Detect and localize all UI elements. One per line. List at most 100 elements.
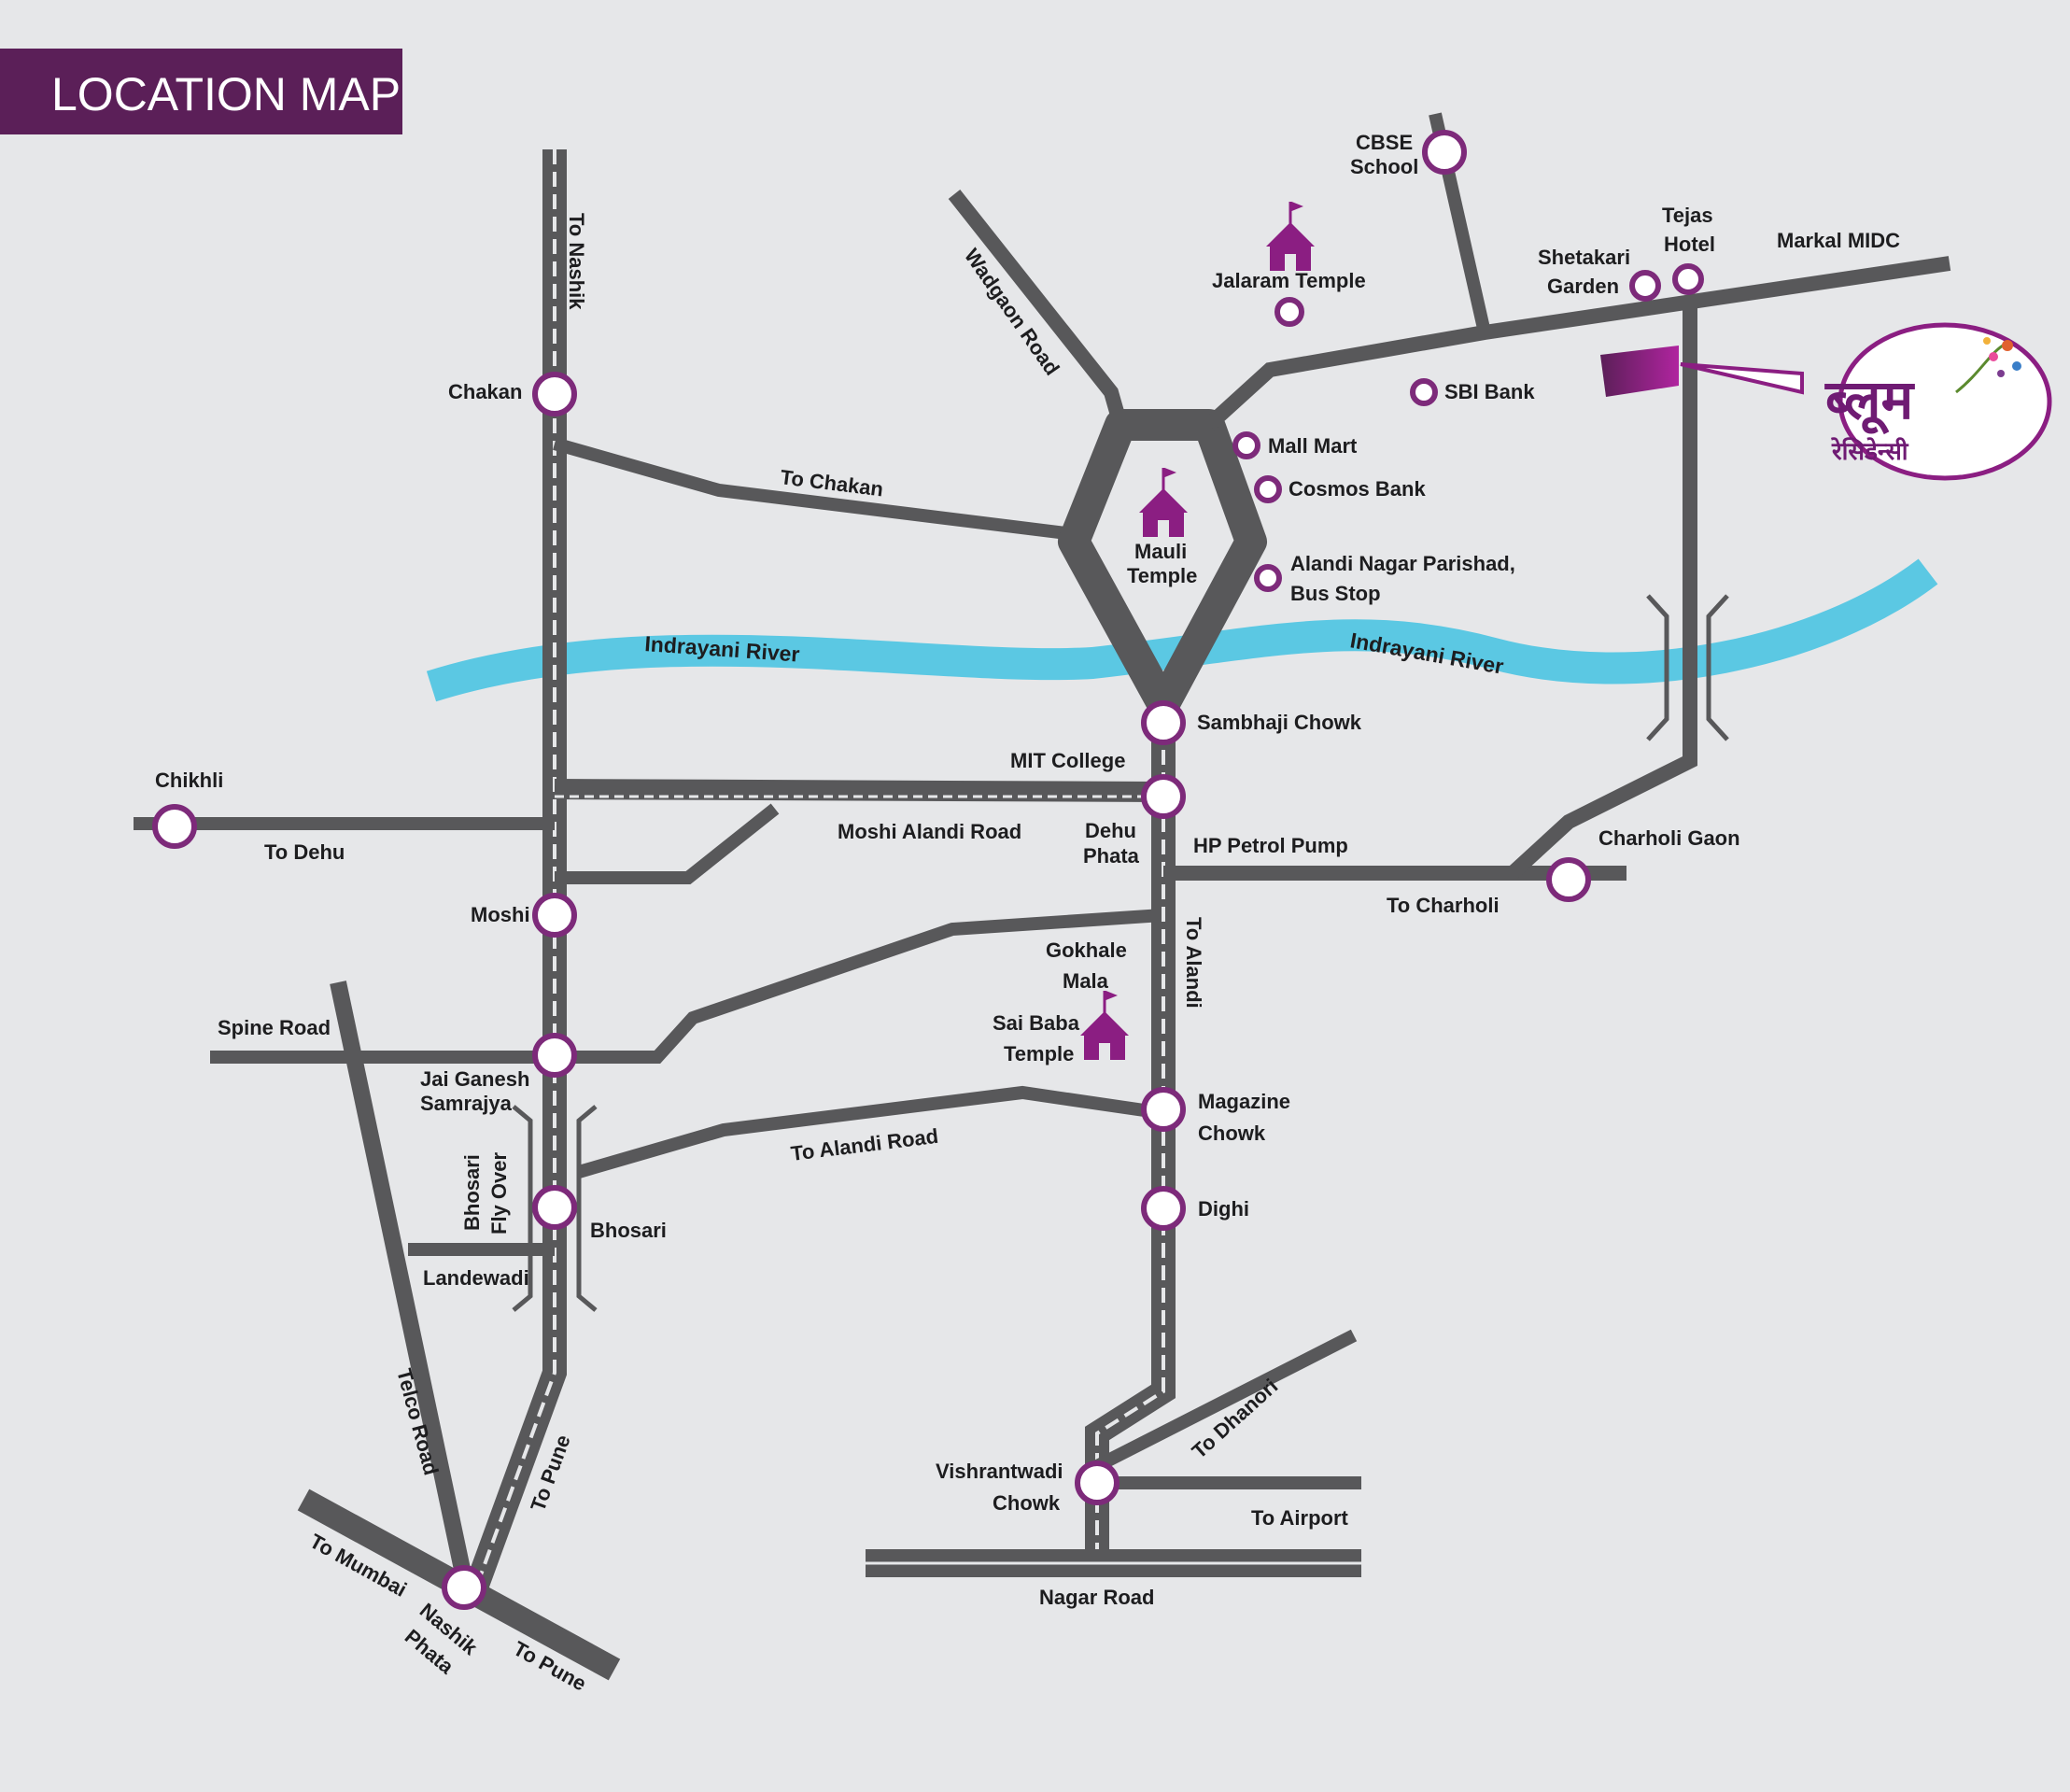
jai-ganesh-label-2: Samrajya	[420, 1092, 513, 1115]
charholi-bridge-right	[1706, 594, 1729, 741]
moshi-alandi-road-label: Moshi Alandi Road	[838, 820, 1021, 843]
bhosari-label: Bhosari	[590, 1219, 667, 1242]
markal-midc-road	[1204, 256, 1951, 430]
project-logo-bubble	[1838, 322, 2052, 481]
mauli-temple-icon	[1139, 468, 1188, 537]
logo-flower-icon	[1955, 337, 2021, 394]
vishrantwadi-label-1: Vishrantwadi	[936, 1460, 1063, 1483]
moshi-label: Moshi	[471, 903, 530, 926]
dighi-label: Dighi	[1198, 1197, 1249, 1221]
nagar-road-label: Nagar Road	[1039, 1586, 1154, 1609]
to-dehu-label: To Dehu	[264, 840, 345, 864]
chakan-label: Chakan	[448, 380, 522, 403]
sai-baba-temple-icon	[1080, 991, 1129, 1060]
logo-main-text: ब्लूम	[1824, 370, 1915, 435]
chikhli-marker	[152, 804, 197, 849]
tejas-hotel-marker	[1672, 263, 1704, 295]
nashik-highway-centerline	[474, 149, 556, 1588]
jai-ganesh-marker	[532, 1033, 577, 1078]
moshi-alandi-road	[554, 779, 1164, 802]
chakan-road	[553, 437, 1075, 541]
logo-pointer	[1680, 362, 1804, 395]
mauli-temple-label-1: Mauli	[1134, 540, 1187, 563]
sambhaji-chowk-label: Sambhaji Chowk	[1197, 711, 1362, 734]
tejas-label-1: Tejas	[1662, 204, 1713, 227]
page-title: LOCATION MAP	[51, 68, 401, 120]
magazine-chowk-marker	[1141, 1087, 1186, 1132]
alandi-np-label-2: Bus Stop	[1290, 582, 1381, 605]
bhosari-flyover-left	[512, 1105, 533, 1312]
dhanori-road	[1093, 1329, 1358, 1473]
sbi-bank-label: SBI Bank	[1444, 380, 1535, 403]
charholi-gaon-label: Charholi Gaon	[1598, 826, 1740, 850]
to-nashik-label: To Nashik	[565, 213, 588, 310]
dehu-phata-label-1: Dehu	[1085, 819, 1136, 842]
tejas-label-2: Hotel	[1664, 233, 1715, 256]
to-alandi-road	[577, 1085, 1165, 1178]
mall-mart-label: Mall Mart	[1268, 434, 1358, 458]
sai-baba-label-1: Sai Baba	[993, 1011, 1080, 1035]
mit-college-marker	[1141, 774, 1186, 819]
jalaram-temple-icon	[1266, 202, 1315, 271]
header-banner	[0, 49, 402, 134]
cbse-label-2: School	[1350, 155, 1418, 178]
mit-college-label: MIT College	[1010, 749, 1125, 772]
cbse-school-marker	[1422, 130, 1467, 175]
temple-icons	[1080, 202, 1315, 1060]
gokhale-mala-label-2: Mala	[1063, 969, 1109, 993]
chakan-marker	[532, 372, 577, 416]
mauli-temple-label-2: Temple	[1127, 564, 1197, 587]
moshi-link-road	[555, 803, 780, 884]
wadgaon-road	[948, 190, 1128, 428]
spine-road-label: Spine Road	[218, 1016, 331, 1039]
cosmos-bank-label: Cosmos Bank	[1288, 477, 1426, 501]
to-airport-label: To Airport	[1251, 1506, 1349, 1530]
dighi-marker	[1141, 1186, 1186, 1231]
indrayani-river	[426, 558, 1938, 702]
dehu-phata-label-2: Phata	[1083, 844, 1140, 868]
bhosari-marker	[532, 1185, 577, 1230]
gokhale-mala-label-1: Gokhale	[1046, 938, 1127, 962]
logo-sub-text: रेसिडेन्सी	[1830, 437, 1908, 465]
jai-ganesh-label-1: Jai Ganesh	[420, 1067, 529, 1091]
shetakari-label-2: Garden	[1547, 275, 1619, 298]
cosmos-bank-marker	[1254, 475, 1282, 503]
sai-baba-label-2: Temple	[1004, 1042, 1074, 1065]
alandi-np-marker	[1254, 564, 1282, 592]
to-charholi-label: To Charholi	[1387, 894, 1500, 917]
mall-mart-marker	[1232, 431, 1260, 459]
cbse-label-1: CBSE	[1356, 131, 1413, 154]
to-alandi-label: To Alandi	[1182, 917, 1205, 1009]
magazine-chowk-label-2: Chowk	[1198, 1122, 1266, 1145]
bhosari-flyover-label-1: Bhosari	[460, 1154, 484, 1231]
vishrantwadi-marker	[1075, 1460, 1119, 1505]
road-network	[134, 112, 1951, 1681]
vishrantwadi-label-2: Chowk	[993, 1491, 1061, 1515]
sambhaji-chowk-marker	[1141, 700, 1186, 745]
shetakari-garden-marker	[1629, 270, 1661, 302]
charholi-bridge-left	[1646, 594, 1669, 741]
shetakari-label-1: Shetakari	[1538, 246, 1630, 269]
charholi-gaon-road	[1507, 299, 1697, 879]
moshi-marker	[532, 893, 577, 938]
jalaram-marker	[1274, 297, 1304, 327]
markal-midc-label: Markal MIDC	[1777, 229, 1900, 252]
telco-road	[330, 981, 472, 1580]
bhosari-flyover-right	[576, 1105, 598, 1312]
hp-petrol-pump-label: HP Petrol Pump	[1193, 834, 1348, 857]
landewadi-label: Landewadi	[423, 1266, 529, 1290]
sbi-bank-marker	[1410, 378, 1438, 406]
alandi-np-label-1: Alandi Nagar Parishad,	[1290, 552, 1515, 575]
mauli-temple-loop	[1058, 409, 1267, 721]
chikhli-label: Chikhli	[155, 769, 223, 792]
spine-road	[210, 909, 1163, 1064]
bhosari-flyover-label-2: Fly Over	[487, 1152, 511, 1235]
charholi-gaon-marker	[1546, 857, 1591, 902]
project-site-marker	[1600, 346, 1679, 397]
jalaram-label: Jalaram Temple	[1212, 269, 1366, 292]
magazine-chowk-label-1: Magazine	[1198, 1090, 1290, 1113]
junction-markers	[152, 130, 1704, 1610]
